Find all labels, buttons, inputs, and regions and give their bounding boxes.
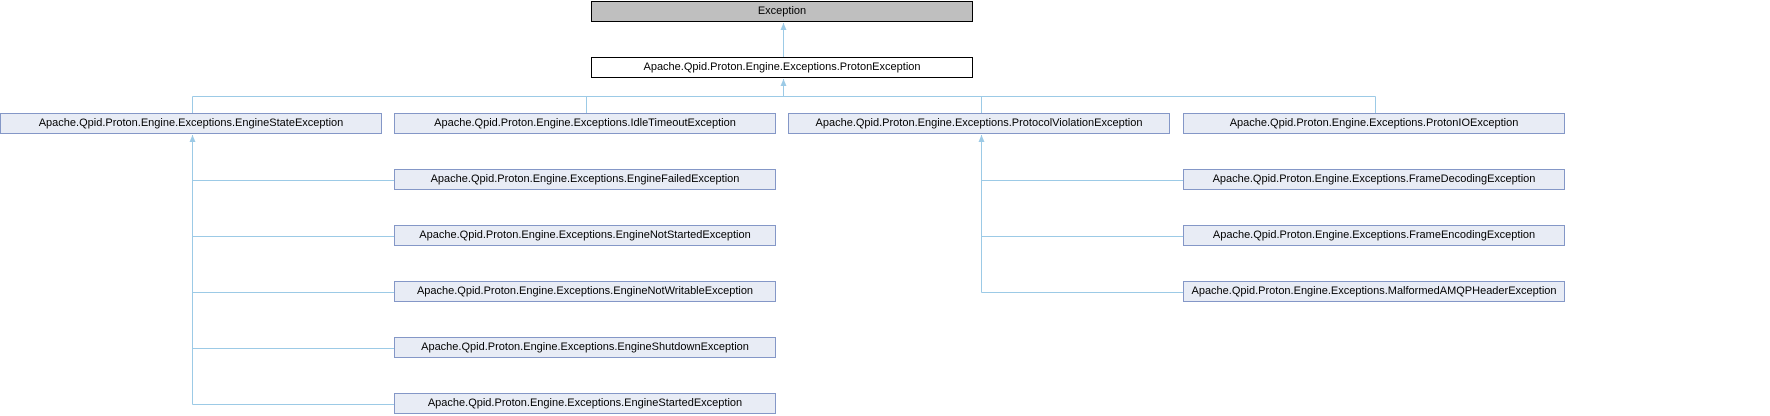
node-proton-io-exception[interactable]: Apache.Qpid.Proton.Engine.Exceptions.Pro…	[1183, 113, 1565, 134]
node-malformed-amqp-header-exception[interactable]: Apache.Qpid.Proton.Engine.Exceptions.Mal…	[1183, 281, 1565, 302]
node-proton-exception[interactable]: Apache.Qpid.Proton.Engine.Exceptions.Pro…	[591, 57, 973, 78]
node-exception[interactable]: Exception	[591, 1, 973, 22]
arrow-head-icon	[189, 135, 196, 142]
arrow-head-icon	[780, 23, 787, 30]
node-engine-shutdown-exception[interactable]: Apache.Qpid.Proton.Engine.Exceptions.Eng…	[394, 337, 776, 358]
node-frame-encoding-exception[interactable]: Apache.Qpid.Proton.Engine.Exceptions.Fra…	[1183, 225, 1565, 246]
node-engine-started-exception[interactable]: Apache.Qpid.Proton.Engine.Exceptions.Eng…	[394, 393, 776, 414]
node-protocol-violation-exception[interactable]: Apache.Qpid.Proton.Engine.Exceptions.Pro…	[788, 113, 1170, 134]
node-engine-state-exception[interactable]: Apache.Qpid.Proton.Engine.Exceptions.Eng…	[0, 113, 382, 134]
arrow-head-icon	[780, 79, 787, 86]
node-idle-timeout-exception[interactable]: Apache.Qpid.Proton.Engine.Exceptions.Idl…	[394, 113, 776, 134]
arrow-head-icon	[978, 135, 985, 142]
node-engine-not-writable-exception[interactable]: Apache.Qpid.Proton.Engine.Exceptions.Eng…	[394, 281, 776, 302]
node-engine-failed-exception[interactable]: Apache.Qpid.Proton.Engine.Exceptions.Eng…	[394, 169, 776, 190]
node-engine-not-started-exception[interactable]: Apache.Qpid.Proton.Engine.Exceptions.Eng…	[394, 225, 776, 246]
node-frame-decoding-exception[interactable]: Apache.Qpid.Proton.Engine.Exceptions.Fra…	[1183, 169, 1565, 190]
